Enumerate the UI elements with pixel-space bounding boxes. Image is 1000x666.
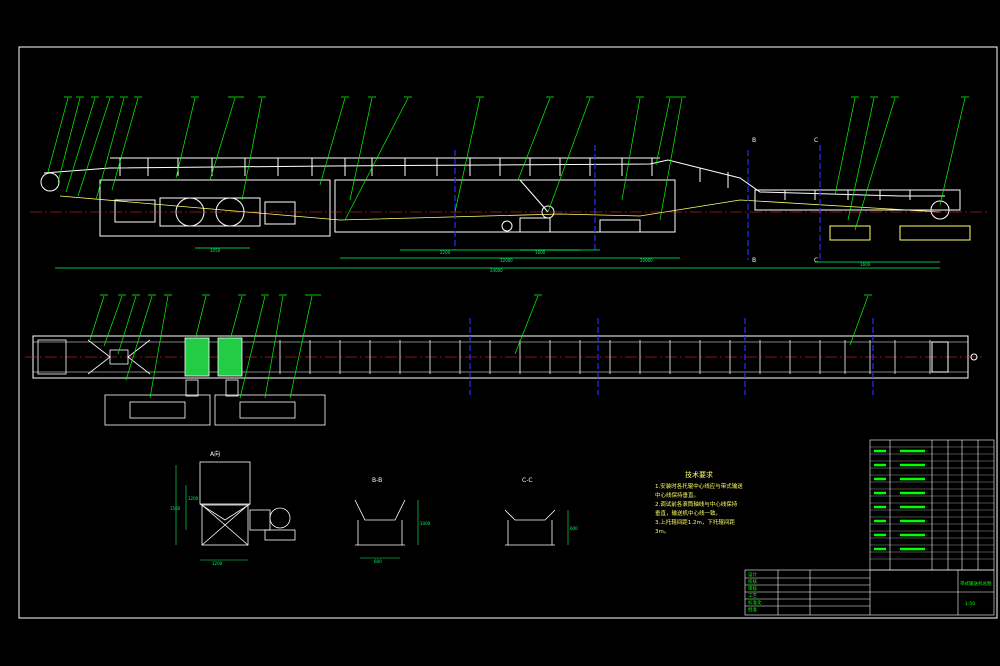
tech-req-line-2: 中心线保持垂直。 xyxy=(655,491,699,499)
technical-requirements: 技术要求 1.安装时各托辊中心线应与带式输送 中心线保持垂直。 2.调试前各滚筒… xyxy=(655,470,743,535)
detail-a-title: A向 xyxy=(210,450,220,458)
plan-cross-members xyxy=(279,340,931,374)
title-row-1: 设计 xyxy=(748,571,757,578)
drive-frame xyxy=(99,179,331,237)
parts-list-text-marks xyxy=(874,449,925,551)
tech-req-line-5: 3.上托辊间距1.2m，下托辊间距 xyxy=(655,518,735,526)
plan-tail-knob xyxy=(970,353,978,361)
title-row-2: 校核 xyxy=(748,578,757,585)
tech-req-line-6: 3m。 xyxy=(655,529,669,535)
plan-leaders xyxy=(89,295,869,399)
parts-list-rows xyxy=(870,446,994,560)
detail-view-c: C-C 600 xyxy=(504,477,578,546)
dim-20000: 20000 xyxy=(640,258,653,263)
plan-drive-pads xyxy=(184,337,243,377)
detail-b-dim-2: 1000 xyxy=(420,521,431,526)
title-block-labels: 设计 校核 审核 工艺 标准化 批准 带式输送机总图 1:50 xyxy=(748,571,992,613)
dim-12000: 12000 xyxy=(500,258,513,263)
dim-1600: 1600 xyxy=(535,250,546,255)
title-row-4: 工艺 xyxy=(748,593,757,599)
takeup-units xyxy=(501,179,641,233)
section-mark-b-bottom: B xyxy=(752,257,756,264)
section-mark-b-top: B xyxy=(752,137,756,144)
drawing-frame xyxy=(18,46,998,619)
detail-a-dim-3: 1200 xyxy=(188,496,199,501)
tail-frame xyxy=(754,189,961,211)
tech-req-heading: 技术要求 xyxy=(685,470,713,479)
dim-1600-tail: 1600 xyxy=(860,262,871,267)
title-block xyxy=(744,569,995,616)
title-row-5: 标准化 xyxy=(748,599,762,606)
elevation-view: B B C C 1050 12000 1600 2200 20000 24000… xyxy=(30,96,990,273)
detail-view-a: A向 1200 1500 1200 xyxy=(170,450,296,566)
plan-view xyxy=(25,294,985,426)
section-mark-c-top: C xyxy=(814,137,818,144)
title-row-3: 审核 xyxy=(748,585,757,592)
tech-req-line-3: 2.调试前各滚筒轴线与中心线保持 xyxy=(655,500,738,508)
dim-1050: 1050 xyxy=(210,248,221,253)
middle-frame xyxy=(334,179,676,233)
detail-a-dim-2: 1500 xyxy=(170,506,181,511)
detail-c-title: C-C xyxy=(522,477,533,484)
title-row-6: 批准 xyxy=(748,606,757,613)
elevation-dimensions xyxy=(55,247,940,269)
tail-carriages xyxy=(829,225,971,241)
plan-tail-pulley xyxy=(931,341,949,373)
drawing-name: 带式输送机总图 xyxy=(960,580,992,587)
detail-b-dim-1: 600 xyxy=(374,559,382,564)
plan-section-cuts xyxy=(469,318,874,395)
head-pulley xyxy=(40,172,60,192)
section-cut-lines xyxy=(454,145,821,262)
detail-view-b: B-B 600 1000 xyxy=(354,477,431,564)
elevation-belt-return xyxy=(59,195,941,221)
drawing-scale: 1:50 xyxy=(965,601,975,607)
carrier-idlers xyxy=(110,157,911,200)
dim-24000: 24000 xyxy=(490,268,503,273)
dim-2200: 2200 xyxy=(440,250,451,255)
detail-b-title: B-B xyxy=(372,477,382,484)
parts-list xyxy=(869,439,995,571)
plan-drive-motors xyxy=(104,379,326,426)
tail-pulley xyxy=(930,200,950,220)
detail-a-dim-1: 1200 xyxy=(212,561,223,566)
elevation-leaders xyxy=(47,97,966,231)
tech-req-line-1: 1.安装时各托辊中心线应与带式输送 xyxy=(655,482,743,490)
section-mark-c-bottom: C xyxy=(814,257,818,264)
tech-req-line-4: 垂直，输送机中心线一致。 xyxy=(655,509,721,517)
detail-c-dim-1: 600 xyxy=(570,526,578,531)
plan-head-truss xyxy=(37,339,151,375)
